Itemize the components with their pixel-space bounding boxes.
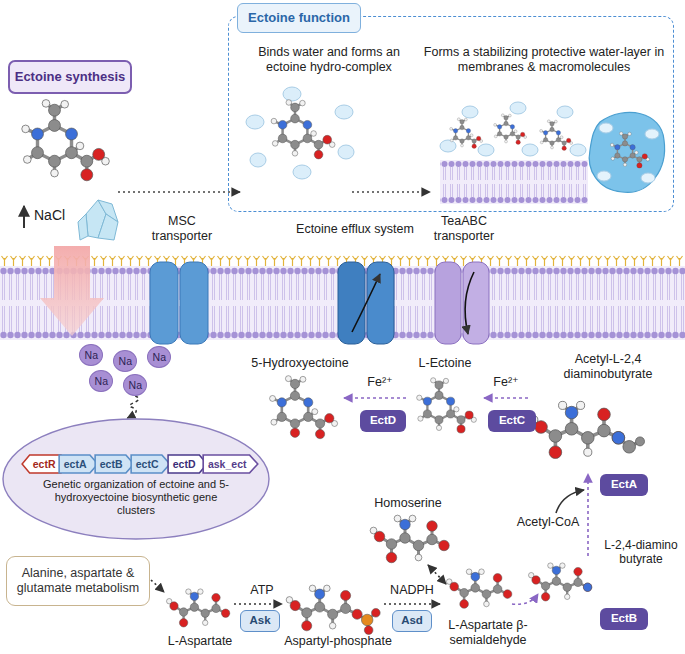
cofactor-label: Acetyl-CoA <box>510 515 586 530</box>
teaabc-transporter <box>435 262 489 344</box>
sodium-ion: Na <box>113 350 137 372</box>
compound-label: Homoserine <box>365 496 451 511</box>
compound-label: L-Aspartate β-semialdehyde <box>436 618 540 648</box>
node-text: EctD <box>370 414 396 428</box>
ectoine-molecule <box>22 100 110 181</box>
gene-arrow: ask_ect <box>202 454 259 474</box>
acetyl-dab-molecule <box>530 401 645 458</box>
gene-arrow: ectA <box>58 454 99 474</box>
aspartyl-phosphate-molecule <box>286 585 380 634</box>
compound-label: Acetyl-L-2,4 diaminobutyrate <box>548 352 668 382</box>
node-text: Genetic organization of ectoine and 5-hy… <box>36 478 236 518</box>
msc-transporter <box>150 262 208 344</box>
sodium-ion: Na <box>89 370 113 392</box>
node-text: EctA <box>611 478 637 492</box>
node-text: ectB <box>100 458 123 471</box>
enzyme-box: EctC <box>488 410 536 432</box>
section-box: Ectoine synthesis <box>8 60 132 94</box>
compound-label: L-2,4-diamino butyrate <box>602 538 680 567</box>
node-text: ectR <box>33 458 56 471</box>
transporter-label: TeaABC transporter <box>424 214 504 244</box>
gene-arrow: ectR <box>21 454 62 474</box>
function-panel: Binds water and forms an ectoine hydro-c… <box>228 16 674 212</box>
compound-label: 5-Hydroxyectoine <box>246 356 354 371</box>
uptake-arrow <box>40 246 104 336</box>
aspartate-molecule <box>167 589 230 627</box>
node-text: Na <box>153 351 166 364</box>
node-text: Na <box>129 379 142 392</box>
dab-molecule <box>529 563 592 601</box>
node-text: ectC <box>136 458 159 471</box>
gene-arrow: ectC <box>130 454 171 474</box>
node-text: ectD <box>173 458 196 471</box>
hydro-complex <box>246 87 354 179</box>
transporter-label: Ectoine efflux system <box>284 222 426 237</box>
node-text: Binds water and forms an ectoine hydro-c… <box>243 45 415 75</box>
homoserine-molecule <box>370 515 449 563</box>
sodium-ion: Na <box>147 346 171 368</box>
increase-arrow <box>23 206 25 228</box>
sodium-ion: Na <box>123 374 147 396</box>
compound-label: L-Ectoine <box>404 356 486 371</box>
compound-label: L-Aspartate <box>158 634 242 649</box>
node-text: Ectoine function <box>248 10 350 26</box>
membrane-protection <box>440 102 588 204</box>
salt-label: NaCl <box>34 207 78 224</box>
transporter-label: MSC transporter <box>140 214 224 244</box>
cofactor-label: Fe²⁺ <box>488 375 524 390</box>
gene-cluster-cell: Genetic organization of ectoine and 5-hy… <box>2 418 270 540</box>
enzyme-box: EctA <box>600 474 648 496</box>
ectoine-molecule <box>417 378 477 433</box>
node-text: EctB <box>611 612 637 626</box>
cofactor-label: Fe²⁺ <box>362 375 398 390</box>
node-text: ask_ect <box>208 458 247 471</box>
enzyme-box: EctB <box>600 608 648 630</box>
salt-crystals <box>78 200 118 240</box>
node-text: ectA <box>64 458 87 471</box>
node-text: Alanine, aspartate & glutamate metabolis… <box>13 566 143 596</box>
node-text: EctC <box>499 414 525 428</box>
flow-arrow <box>118 191 240 193</box>
hydroxyectoine-molecule <box>270 376 338 439</box>
node-text: Ask <box>249 614 270 628</box>
node-text: Asd <box>401 614 423 628</box>
panel-title: Ectoine function <box>237 3 361 33</box>
cofactor-label: ATP <box>244 583 280 598</box>
flow-arrow <box>352 191 430 193</box>
protected-protein <box>589 112 664 192</box>
efflux-system <box>338 262 394 344</box>
gene-arrow: ectB <box>94 454 135 474</box>
signal-connector <box>127 396 138 418</box>
node-body-text: Forms a stabilizing protective water-lay… <box>419 45 669 75</box>
node-text: Na <box>119 355 132 368</box>
enzyme-box: EctD <box>360 410 406 432</box>
pathway-source-box: Alanine, aspartate & glutamate metabolis… <box>6 556 150 606</box>
cofactor-label: NADPH <box>388 583 436 598</box>
gene-arrow: ectD <box>167 454 208 474</box>
node-text: Ectoine synthesis <box>15 69 126 85</box>
enzyme-box: Ask <box>240 610 280 632</box>
enzyme-box: Asd <box>392 610 432 632</box>
sodium-ion: Na <box>79 344 103 366</box>
node-text: Na <box>95 375 108 388</box>
node-text: Na <box>85 349 98 362</box>
semialdehyde-molecule <box>446 569 511 608</box>
compound-label: Aspartyl-phosphate <box>280 634 396 649</box>
